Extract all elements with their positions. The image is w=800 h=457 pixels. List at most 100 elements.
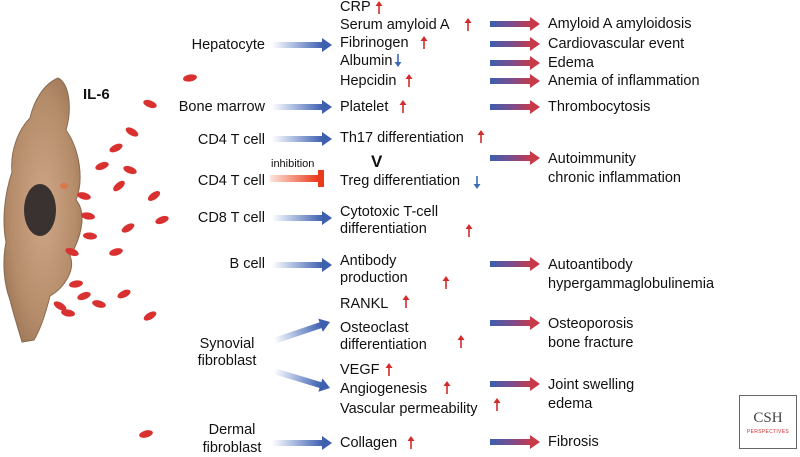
down-arrow-icon bbox=[473, 176, 481, 189]
il6-molecule bbox=[61, 309, 75, 317]
logo-text: CSH bbox=[753, 410, 783, 426]
il6-molecules bbox=[53, 74, 197, 438]
outcome-label: Autoimmunity chronic inflammation bbox=[548, 151, 681, 186]
cell-to-effect-arrow bbox=[272, 100, 332, 114]
effect-to-outcome-arrow bbox=[490, 74, 540, 88]
effect-label: Treg differentiation bbox=[340, 173, 461, 189]
cell-to-effect-arrow bbox=[272, 258, 332, 272]
il6-molecule bbox=[143, 311, 157, 321]
down-arrow-icon bbox=[394, 54, 402, 67]
il6-molecule bbox=[117, 289, 131, 299]
up-arrow-icon bbox=[465, 224, 473, 237]
cell-label: Hepatocyte bbox=[191, 37, 265, 53]
cell-label: CD4 T cell bbox=[197, 132, 265, 148]
outcome-label: Fibrosis bbox=[548, 434, 599, 450]
effect-label: Albumin bbox=[340, 53, 393, 69]
il6-molecule bbox=[109, 143, 123, 153]
cell-label: CD4 T cell bbox=[197, 173, 265, 189]
up-arrow-icon bbox=[420, 36, 428, 49]
cell-to-effect-arrow bbox=[272, 132, 332, 146]
up-arrow-icon bbox=[442, 276, 450, 289]
il6-molecule bbox=[92, 300, 106, 308]
il6-molecule bbox=[53, 301, 67, 311]
il6-molecule bbox=[155, 215, 169, 225]
effect-to-outcome-arrow bbox=[490, 316, 540, 330]
up-arrow-icon bbox=[405, 74, 413, 87]
effect-label: Vascular permeability bbox=[340, 401, 478, 417]
il6-molecule bbox=[83, 232, 97, 240]
outcome-label: Autoantibody hypergammaglobulinemia bbox=[548, 257, 715, 292]
csh-perspectives-logo: CSH PERSPECTIVES bbox=[739, 395, 797, 449]
il6-molecule bbox=[81, 212, 95, 220]
effect-label: Hepcidin bbox=[340, 73, 397, 89]
effect-to-outcome-arrow bbox=[490, 435, 540, 449]
up-arrow-icon bbox=[407, 436, 415, 449]
il6-molecule bbox=[147, 191, 161, 201]
il6-molecule bbox=[125, 127, 139, 137]
logo-subtext: PERSPECTIVES bbox=[747, 429, 789, 435]
cell-label: Bone marrow bbox=[178, 99, 265, 115]
cell-to-effect-arrow bbox=[272, 436, 332, 450]
effect-label: Collagen bbox=[340, 435, 398, 451]
up-arrow-icon bbox=[464, 18, 472, 31]
outcome-label: Thrombocytosis bbox=[548, 99, 651, 115]
up-arrow-icon bbox=[443, 381, 451, 394]
cell-label: B cell bbox=[229, 256, 265, 272]
cell-to-effect-arrow bbox=[273, 318, 330, 344]
effect-label: Angiogenesis bbox=[340, 381, 428, 397]
cell-label: CD8 T cell bbox=[197, 210, 265, 226]
up-arrow-icon bbox=[385, 363, 393, 376]
cell-label: Dermal fibroblast bbox=[202, 422, 262, 456]
effect-to-outcome-arrow bbox=[490, 37, 540, 51]
inhibition-arrow bbox=[270, 170, 324, 187]
effect-to-outcome-arrow bbox=[490, 151, 540, 165]
effect-to-outcome-arrow bbox=[490, 257, 540, 271]
outcome-label: Joint swelling edema bbox=[548, 377, 635, 412]
effect-to-outcome-arrow bbox=[490, 377, 540, 391]
effect-label: Antibody production bbox=[340, 253, 408, 286]
il6-molecule bbox=[183, 74, 197, 82]
cell-to-effect-arrow bbox=[273, 368, 330, 392]
up-arrow-icon bbox=[375, 1, 383, 14]
il6-molecule bbox=[65, 247, 79, 257]
il6-molecule bbox=[109, 248, 123, 256]
outcome-label: Cardiovascular event bbox=[548, 36, 685, 52]
cell-to-effect-arrows bbox=[272, 38, 332, 450]
trend-arrows bbox=[375, 1, 501, 449]
effect-label: CRP bbox=[340, 0, 371, 15]
up-arrow-icon bbox=[493, 398, 501, 411]
il6-molecule bbox=[123, 165, 137, 175]
effect-label: Serum amyloid A bbox=[340, 17, 450, 33]
comparison-symbol: V bbox=[371, 152, 383, 171]
up-arrow-icon bbox=[402, 295, 410, 308]
effect-label: Fibrinogen bbox=[340, 35, 409, 51]
il6-molecule bbox=[113, 180, 125, 192]
il6-molecule bbox=[143, 99, 157, 109]
effect-to-outcome-arrow bbox=[490, 100, 540, 114]
cell-to-effect-arrow bbox=[272, 38, 332, 52]
effect-to-outcome-arrows bbox=[490, 17, 540, 449]
outcome-label: Anemia of inflammation bbox=[548, 73, 700, 89]
il6-molecule bbox=[69, 280, 83, 288]
il6-molecule bbox=[121, 223, 135, 233]
effect-to-outcome-arrow bbox=[490, 17, 540, 31]
cell-nucleus bbox=[24, 184, 56, 236]
outcome-label: Amyloid A amyloidosis bbox=[548, 16, 692, 32]
il6-molecule bbox=[77, 192, 91, 200]
cell-to-effect-arrow bbox=[272, 211, 332, 225]
effect-label: Cytotoxic T-cell differentiation bbox=[340, 204, 439, 237]
outcome-label: Edema bbox=[548, 55, 594, 71]
il6-molecule bbox=[139, 430, 153, 438]
effect-label: Platelet bbox=[340, 99, 389, 115]
il6-secreting-cell bbox=[3, 77, 83, 343]
effect-label: RANKL bbox=[340, 296, 389, 312]
effect-label: VEGF bbox=[340, 362, 380, 378]
cell-label: Synovial fibroblast bbox=[197, 336, 257, 369]
up-arrow-icon bbox=[457, 335, 465, 348]
effect-label: Osteoclast differentiation bbox=[340, 320, 427, 353]
effect-to-outcome-arrow bbox=[490, 56, 540, 70]
up-arrow-icon bbox=[477, 130, 485, 143]
up-arrow-icon bbox=[399, 100, 407, 113]
il6-label: IL-6 bbox=[83, 86, 110, 103]
